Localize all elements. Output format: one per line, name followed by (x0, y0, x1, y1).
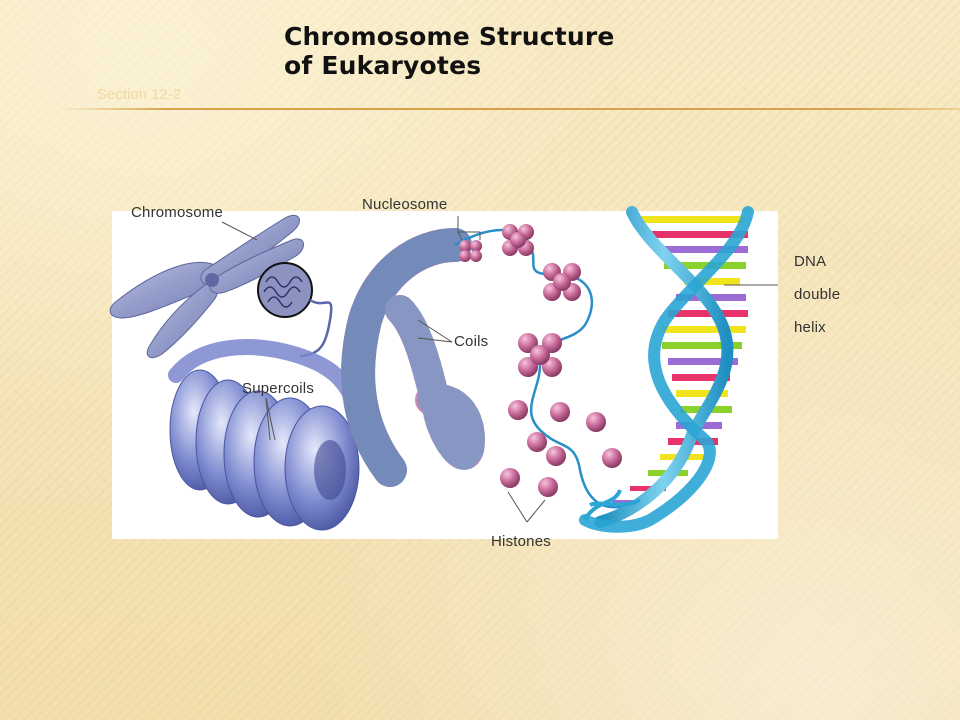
label-supercoils: Supercoils (242, 380, 315, 397)
title-divider (60, 108, 960, 110)
slide-title: Chromosome Structure of Eukaryotes (284, 22, 684, 80)
magnified-inset (257, 262, 333, 358)
section-subtitle: Section 12-2 (97, 86, 182, 103)
label-chromosome: Chromosome (131, 204, 224, 221)
label-dna-line-3: helix (794, 319, 826, 336)
label-dna-line-2: double (794, 286, 841, 303)
leader-lines (221, 216, 778, 523)
supercoil-shape (168, 339, 368, 531)
histone-spheres (500, 400, 622, 497)
label-coils: Coils (454, 333, 489, 350)
coil-shape (341, 228, 486, 487)
label-histones: Histones (491, 533, 551, 550)
label-nucleosome: Nucleosome (362, 196, 448, 213)
nucleosome-clusters (459, 224, 581, 377)
dna-double-helix (579, 206, 754, 533)
title-line-1: Chromosome Structure (284, 22, 615, 51)
chromosome-shape (109, 214, 304, 359)
title-line-2: of Eukaryotes (284, 51, 482, 80)
label-dna-double-helix: DNA double helix (794, 245, 840, 344)
label-dna-line-1: DNA (794, 253, 827, 270)
